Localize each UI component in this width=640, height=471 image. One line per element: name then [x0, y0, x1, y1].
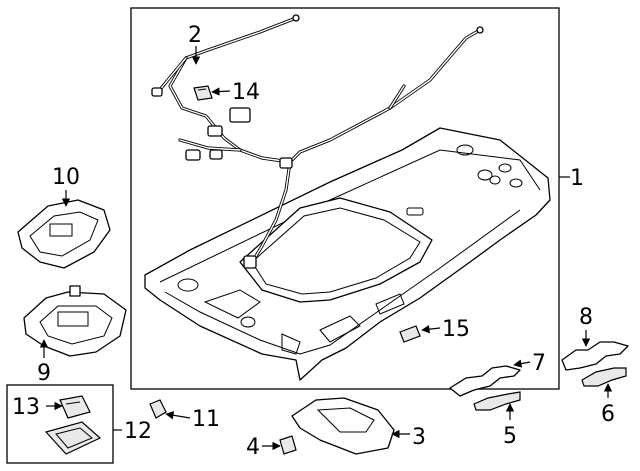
handle-bracket-left[interactable]: [449, 365, 521, 397]
leader-lines: [39, 46, 613, 451]
headliner-panel[interactable]: [144, 127, 551, 381]
sunvisor[interactable]: [291, 397, 395, 455]
callout-14: 14: [232, 80, 260, 105]
callout-11: 11: [192, 407, 220, 432]
callout-labels: 1 2 3 4 5 6 7 8 9 10 11 12 13 14 15: [12, 23, 615, 460]
callout-15: 15: [442, 317, 470, 342]
callout-8: 8: [579, 305, 593, 330]
callout-3: 3: [412, 425, 426, 450]
callout-2: 2: [188, 23, 202, 48]
sunvisor-clip[interactable]: [279, 435, 297, 455]
callout-13: 13: [12, 395, 40, 420]
bulb-socket[interactable]: [59, 395, 91, 419]
callout-4: 4: [246, 435, 260, 460]
lamp-kit-box: [6, 384, 114, 464]
headliner-assembly-box: [130, 7, 560, 390]
callout-9: 9: [37, 361, 51, 386]
callout-12: 12: [124, 419, 152, 444]
handle-bracket-right[interactable]: [561, 341, 629, 371]
connector-clip[interactable]: [193, 85, 213, 101]
lamp-lens[interactable]: [44, 421, 102, 455]
wire-harness[interactable]: [151, 14, 484, 269]
grab-handle-right[interactable]: [581, 367, 627, 387]
grab-handle-left[interactable]: [473, 391, 521, 411]
dome-lamp[interactable]: [399, 325, 421, 343]
callout-5: 5: [503, 424, 517, 449]
callout-7: 7: [532, 351, 546, 376]
callout-10: 10: [52, 165, 80, 190]
callout-6: 6: [601, 402, 615, 427]
retainer-clip[interactable]: [149, 399, 167, 419]
callout-1: 1: [570, 166, 584, 191]
overhead-console[interactable]: [23, 285, 127, 357]
map-lamp-housing[interactable]: [17, 199, 111, 269]
